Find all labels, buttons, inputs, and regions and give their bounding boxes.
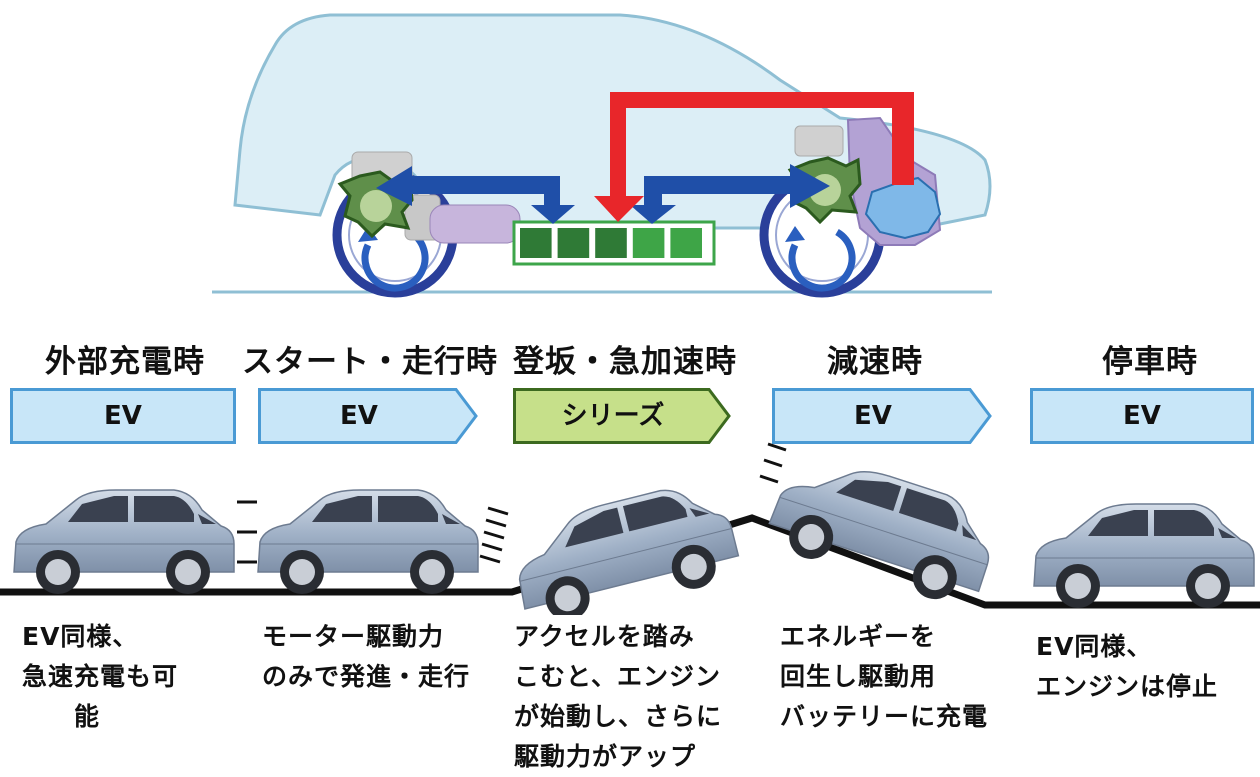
front-pcu <box>429 204 521 244</box>
mode-badge-stop: EV <box>1030 388 1254 444</box>
road-and-cars <box>0 442 1260 615</box>
mode-heading-decel: 減速時 <box>827 344 923 380</box>
mode-description-climb: アクセルを踏み こむと、エンジン が始動し、さらに 駆動力がアップ <box>514 622 723 771</box>
generator-icon <box>864 176 942 240</box>
mode-heading-climb: 登坂・急加速時 <box>513 344 737 380</box>
blue-arrow-front-icon <box>376 166 575 224</box>
car-image-decel <box>759 442 1005 614</box>
mode-badge-start: EV <box>258 388 478 444</box>
mode-description-start: モーター駆動力 のみで発進・走行 <box>262 622 471 691</box>
badge-label: EV <box>1123 401 1161 431</box>
rear-regen-arrow-icon <box>788 228 856 292</box>
badge-label: EV <box>104 401 142 431</box>
blue-arrow-rear-icon <box>630 164 830 224</box>
battery-cell <box>632 228 665 258</box>
rear-inverter <box>794 125 844 157</box>
car-image-stop <box>1033 503 1255 609</box>
mode-description-decel: エネルギーを 回生し駆動用 バッテリーに充電 <box>780 622 989 731</box>
mode-badge-external-charge: EV <box>10 388 236 444</box>
red-arrow-engine-icon <box>594 92 914 222</box>
mode-description-external-charge: EV同様、 急速充電も可 能 <box>22 622 179 731</box>
front-regen-arrow-icon <box>361 228 429 292</box>
mode-heading-stop: 停車時 <box>1102 344 1198 380</box>
powertrain-diagram <box>212 13 992 298</box>
battery-cell <box>670 228 702 258</box>
mode-heading-start: スタート・走行時 <box>242 344 498 380</box>
mode-heading-external-charge: 外部充電時 <box>45 344 205 380</box>
car-image-climb <box>479 475 745 615</box>
mode-badge-decel: EV <box>772 388 992 444</box>
badge-label: シリーズ <box>561 401 665 431</box>
car-image-external-charge <box>13 489 235 595</box>
battery-cell <box>595 228 627 258</box>
badge-label: EV <box>854 401 892 431</box>
battery-cells <box>520 228 702 258</box>
battery-cell <box>557 228 590 258</box>
badge-label: EV <box>340 401 378 431</box>
car-image-start <box>237 489 479 595</box>
mode-badge-climb: シリーズ <box>513 388 731 444</box>
mode-description-stop: EV同様、 エンジンは停止 <box>1036 632 1219 701</box>
battery-cell <box>520 228 552 258</box>
